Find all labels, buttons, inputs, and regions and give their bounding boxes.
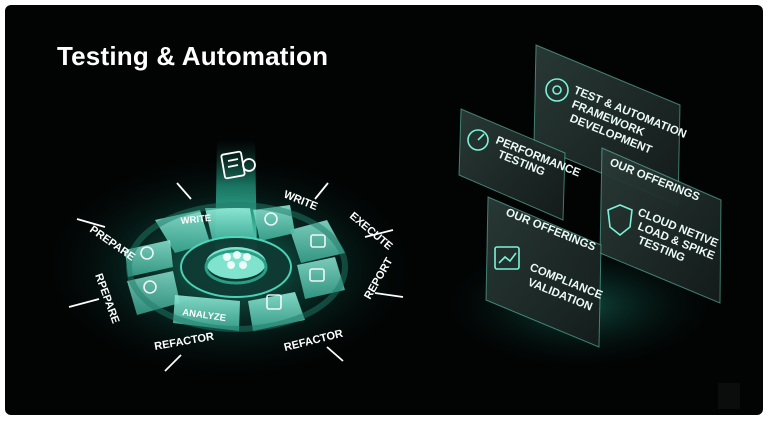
corner-block (718, 383, 740, 409)
ring-segment (297, 257, 345, 299)
cycle-arrows (68, 182, 404, 372)
cloud-shield-icon (607, 204, 633, 237)
ring-segment (290, 220, 345, 263)
arrow-icon (68, 298, 100, 308)
gear-icon (140, 246, 154, 260)
page-title: Testing & Automation (57, 41, 329, 71)
arrow-icon (176, 182, 192, 200)
arrow-icon (364, 229, 394, 238)
arrow-icon (76, 218, 106, 228)
offering-card: OUR OFFERINGS COMPLIANCE VALIDATION (485, 196, 604, 348)
cog-icon (264, 212, 278, 226)
gear-network-icon (545, 78, 569, 102)
cycle-ring (125, 202, 348, 332)
illustration: WRITE ANALYZE PREPARE WRITE EXECUTE REPO… (30, 44, 730, 387)
slide: Testing & Automation (5, 5, 763, 415)
monitor-icon (309, 268, 325, 282)
arrow-icon (164, 354, 182, 372)
gauge-icon (467, 129, 489, 151)
document-icon (266, 294, 282, 310)
target-icon (143, 280, 157, 294)
arrow-icon (314, 182, 329, 200)
chart-check-icon (494, 246, 520, 270)
segment-icons (140, 212, 326, 310)
document-gear-icon (220, 150, 256, 180)
segment-label-write: WRITE (180, 213, 212, 227)
arrow-icon (326, 346, 344, 362)
hub (206, 247, 266, 279)
arrow-icon (374, 292, 404, 298)
offering-card: TEST & AUTOMATION FRAMEWORK DEVELOPMENT (533, 44, 688, 206)
code-icon (310, 234, 326, 248)
ring-segment (205, 208, 255, 243)
ring-segment (127, 271, 180, 315)
